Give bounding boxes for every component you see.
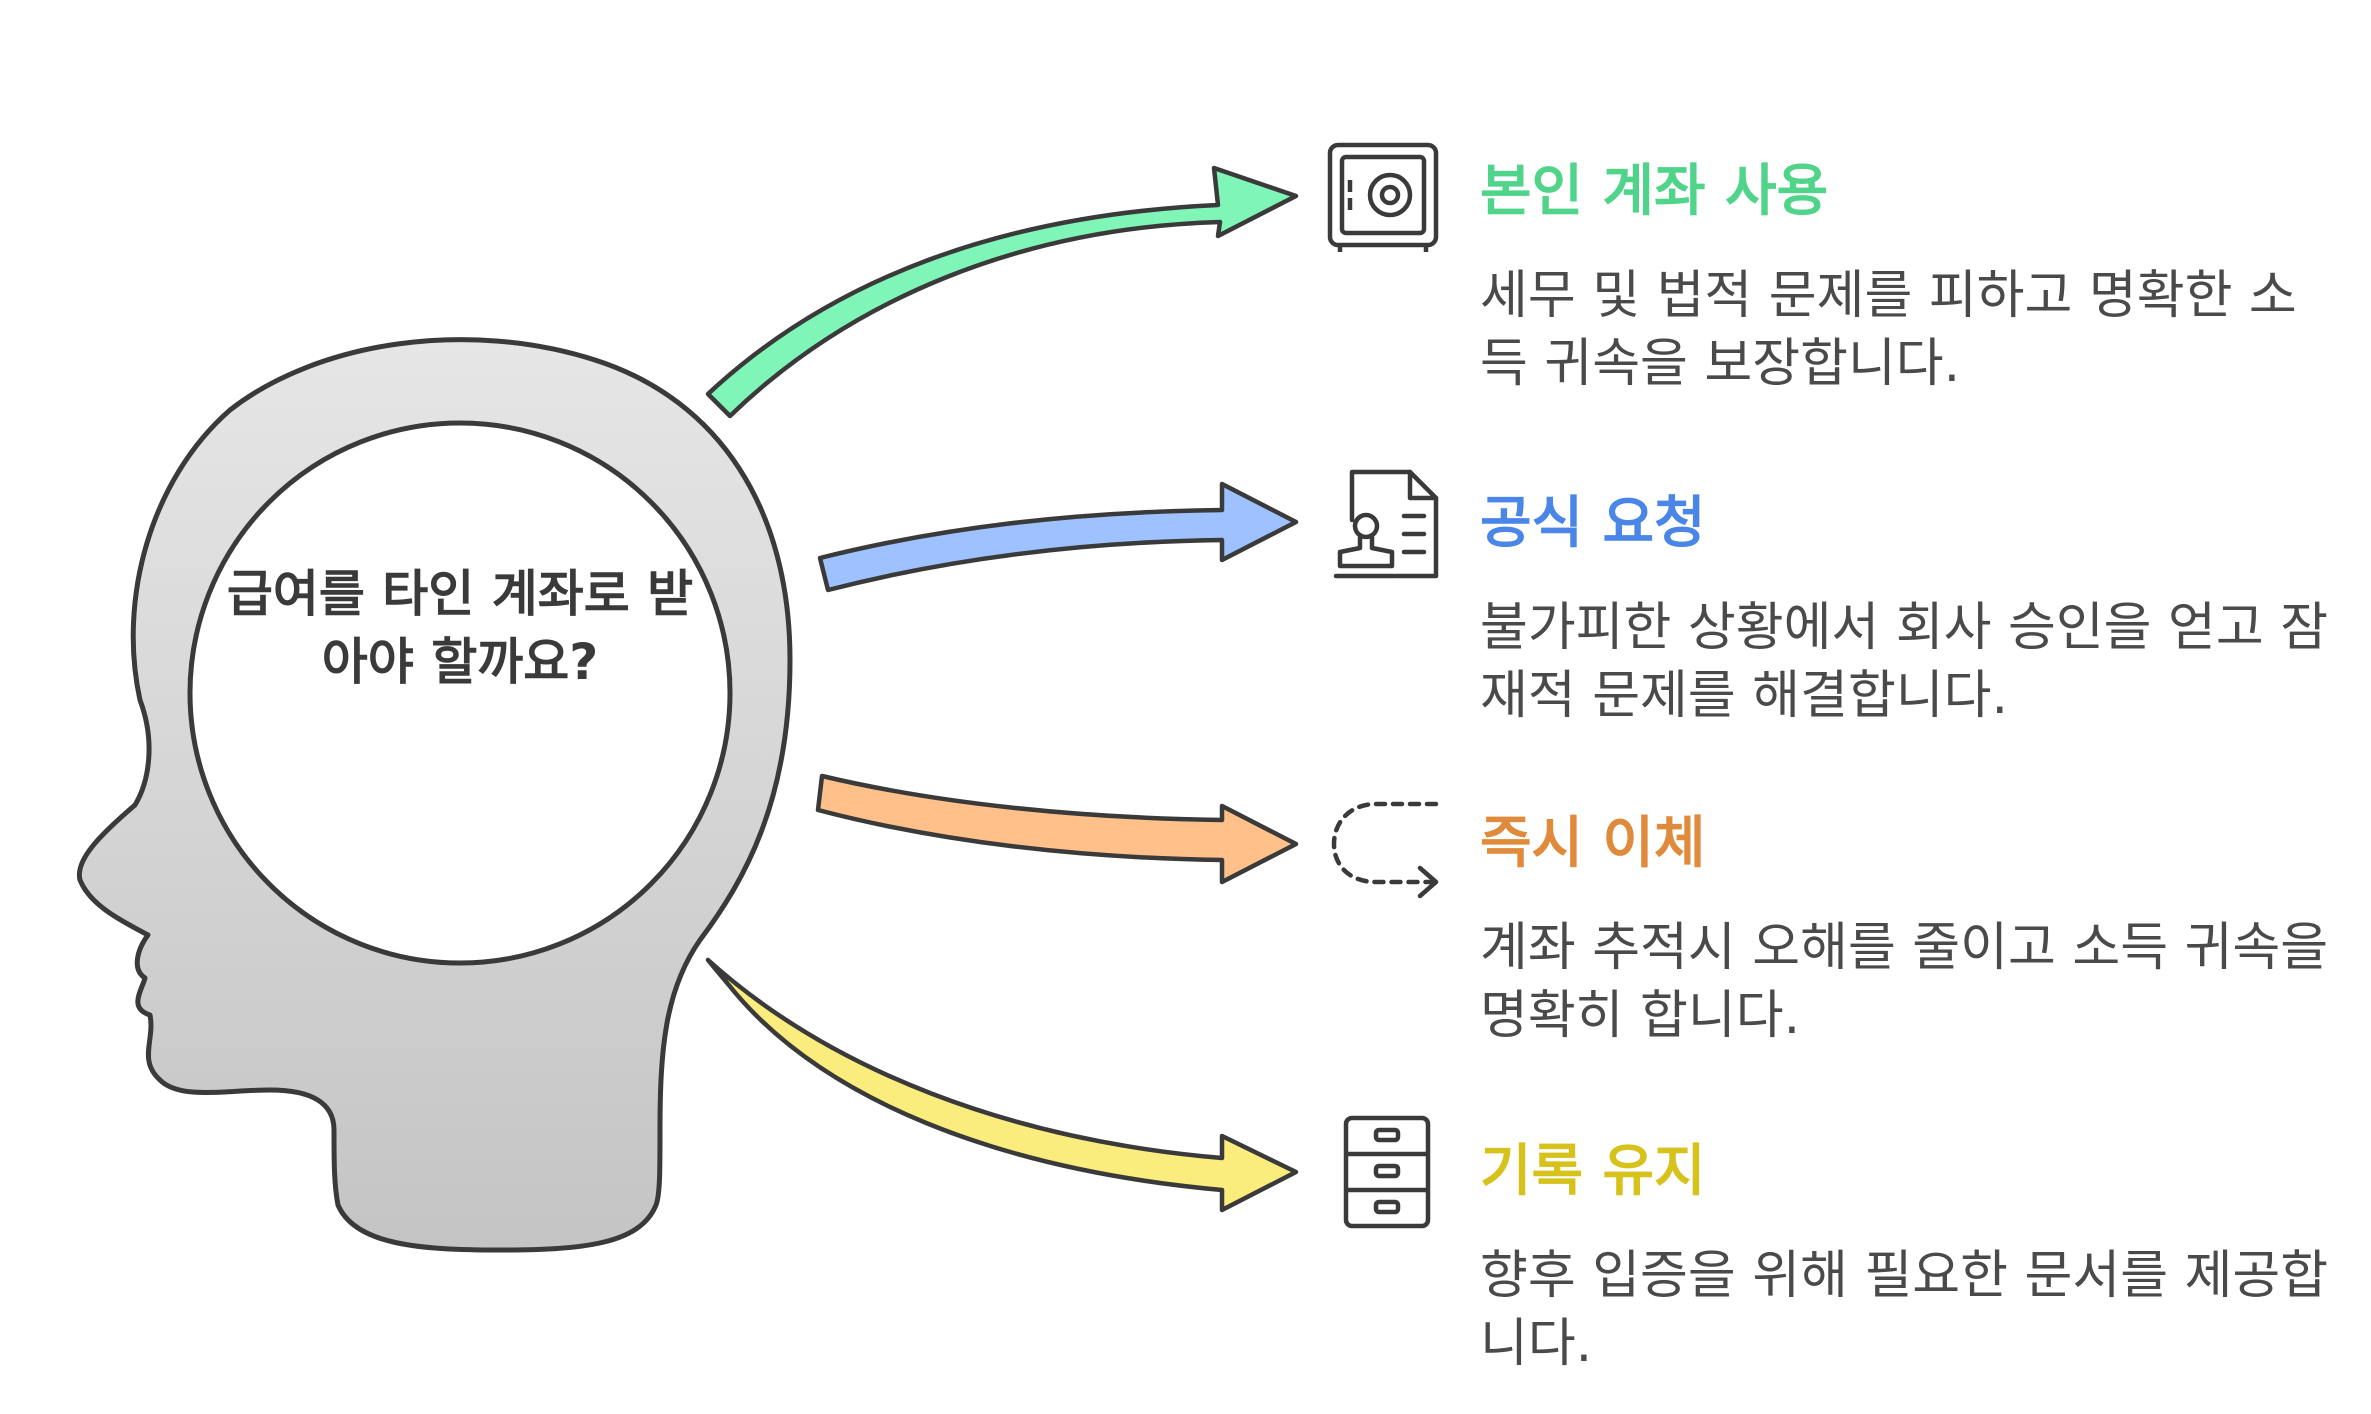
transfer-arrowhead <box>1417 865 1439 899</box>
arrow-keep-records <box>705 957 1299 1213</box>
safe-icon <box>1327 142 1439 252</box>
arrow-official-request <box>817 481 1299 593</box>
item-own-account: 본인 계좌 사용 세무 및 법적 문제를 피하고 명확한 소득 귀속을 보장합니… <box>1480 156 2340 398</box>
item-description: 세무 및 법적 문제를 피하고 명확한 소득 귀속을 보장합니다. <box>1480 266 2297 394</box>
item-title: 기록 유지 <box>1480 1139 1706 1204</box>
file-cabinet-icon <box>1343 1115 1431 1229</box>
item-keep-records: 기록 유지 향후 입증을 위해 필요한 문서를 제공합니다. <box>1480 1136 2340 1378</box>
item-title: 즉시 이체 <box>1480 811 1706 876</box>
thought-circle <box>187 420 733 966</box>
item-official-request: 공식 요청 불가피한 상황에서 회사 승인을 얻고 잠재적 문제를 해결합니다. <box>1480 488 2340 730</box>
item-immediate-transfer: 즉시 이체 계좌 추적시 오해를 줄이고 소득 귀속을 명확히 합니다. <box>1480 808 2340 1050</box>
item-title: 공식 요청 <box>1480 491 1706 556</box>
central-question: 급여를 타인 계좌로 받아야 할까요? <box>226 565 694 691</box>
arrow-own-account <box>705 165 1299 419</box>
item-title: 본인 계좌 사용 <box>1480 159 1829 224</box>
document-stamp-icon <box>1333 469 1439 579</box>
item-description: 불가피한 상황에서 회사 승인을 얻고 잠재적 문제를 해결합니다. <box>1480 598 2329 726</box>
item-description: 계좌 추적시 오해를 줄이고 소득 귀속을 명확히 합니다. <box>1480 918 2329 1046</box>
item-description: 향후 입증을 위해 필요한 문서를 제공합니다. <box>1480 1246 2329 1374</box>
arrow-immediate-transfer <box>815 773 1299 885</box>
dashed-transfer-arrow-icon <box>1331 801 1439 885</box>
